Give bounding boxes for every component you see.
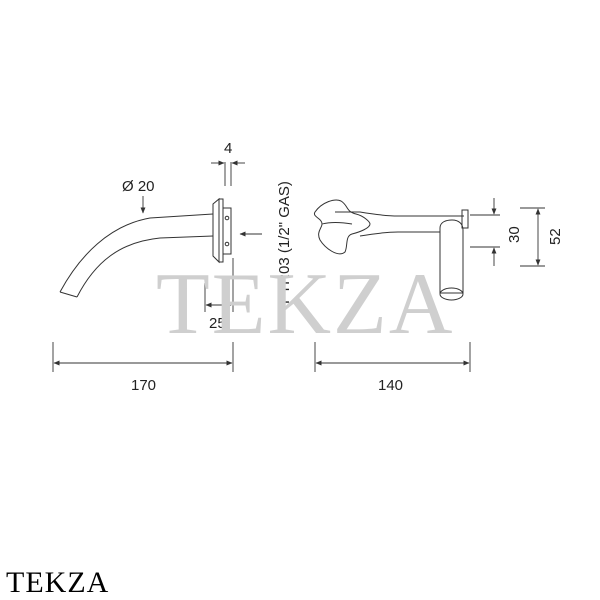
flange-body — [212, 197, 220, 264]
spout-outer-edge — [59, 213, 214, 293]
thickness-label: 4 — [224, 140, 232, 157]
offset-label: 25 — [209, 315, 226, 332]
spout-length-label: 170 — [131, 377, 156, 394]
spout-drawing: Ø 20 4 25 170 — [52, 140, 262, 394]
lever-top-edge — [335, 211, 464, 217]
connection-label: PTR03 (1/2" GAS) — [276, 181, 293, 304]
handle-length-label: 140 — [378, 377, 403, 394]
screw-top — [224, 215, 230, 221]
dim52-label: 52 — [547, 228, 564, 245]
dim30-label: 30 — [506, 226, 523, 243]
knob-detail — [321, 222, 353, 225]
handle-pipe — [439, 219, 464, 294]
handle-wall-plate — [461, 209, 469, 229]
spout-tip — [59, 291, 78, 298]
screw-bottom — [224, 241, 230, 247]
lever-bottom-edge — [359, 231, 440, 237]
brand-logo: TEKZA — [6, 566, 110, 599]
pipe-opening — [439, 287, 464, 301]
watermark: TEKZA — [156, 256, 454, 353]
handle-knob — [313, 199, 371, 255]
diameter-label: Ø 20 — [122, 178, 155, 195]
spout-inner-edge — [76, 235, 214, 298]
wall-plate — [222, 207, 232, 255]
handle-drawing: 30 52 140 — [313, 198, 564, 394]
flange-plate — [218, 198, 224, 263]
